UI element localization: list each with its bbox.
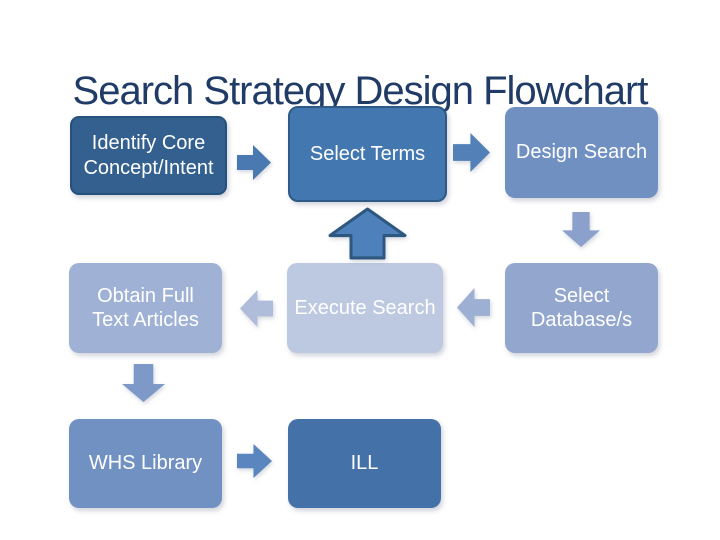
flow-node-select-terms: Select Terms bbox=[288, 106, 447, 202]
flow-node-whs-library: WHS Library bbox=[69, 419, 222, 508]
flow-node-select-database: Select Database/s bbox=[505, 263, 658, 353]
up-arrow-icon bbox=[328, 207, 407, 260]
down-arrow-icon bbox=[562, 212, 600, 247]
flow-node-identify-core: Identify Core Concept/Intent bbox=[70, 116, 227, 195]
flow-node-ill: ILL bbox=[288, 419, 441, 508]
right-arrow-icon bbox=[237, 145, 271, 180]
right-arrow-icon bbox=[237, 444, 272, 478]
flow-node-design-search: Design Search bbox=[505, 107, 658, 198]
left-arrow-icon bbox=[240, 290, 273, 327]
slide-title: Search Strategy Design Flowchart bbox=[72, 68, 649, 113]
flow-node-obtain-full-text: Obtain Full Text Articles bbox=[69, 263, 222, 353]
right-arrow-icon bbox=[453, 133, 490, 172]
left-arrow-icon bbox=[457, 288, 490, 327]
down-arrow-icon bbox=[122, 364, 165, 402]
flow-node-execute-search: Execute Search bbox=[287, 263, 443, 353]
